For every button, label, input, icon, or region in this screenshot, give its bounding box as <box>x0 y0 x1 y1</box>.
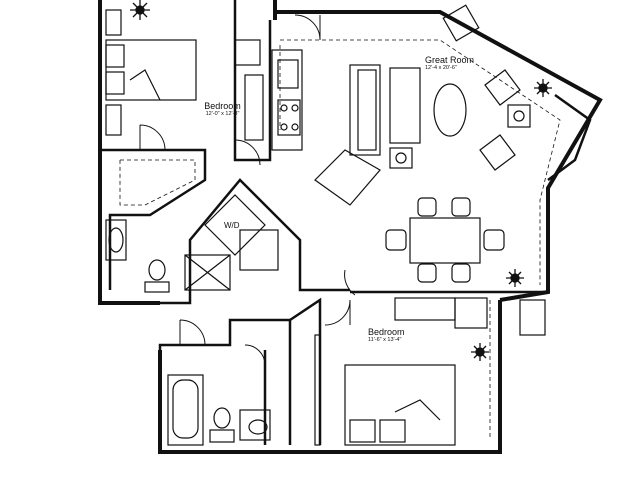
laundry-area <box>184 194 279 291</box>
kitchen-counters <box>271 49 303 151</box>
room-name: Bedroom <box>204 101 241 111</box>
bath-left <box>105 219 170 293</box>
room-name: Great Room <box>425 55 475 65</box>
dashed-outlines <box>119 39 561 440</box>
bed-bottom <box>314 297 546 446</box>
bath-bottom <box>167 374 271 446</box>
room-dimensions: 12'-4 x 20'-6" <box>425 65 457 71</box>
laundry-label: W/D <box>224 221 240 230</box>
room-dimensions: 11'-6" x 13'-4" <box>368 337 402 343</box>
bed-left <box>105 9 264 141</box>
exterior-walls <box>98 0 603 454</box>
room-name: Bedroom <box>368 327 405 337</box>
doors <box>139 14 356 366</box>
room-label-great-room: Great Room 12'-4 x 20'-6" <box>425 56 485 72</box>
interior-walls <box>98 0 592 445</box>
room-label-bedroom-left: Bedroom 12'-0" x 12'-8" <box>185 102 260 118</box>
room-label-bedroom-bottom: Bedroom 11'-6" x 13'-4" <box>368 328 428 344</box>
plant-icons <box>130 0 552 361</box>
room-dimensions: 12'-0" x 12'-8" <box>205 111 240 117</box>
great-room-furniture <box>314 4 531 283</box>
